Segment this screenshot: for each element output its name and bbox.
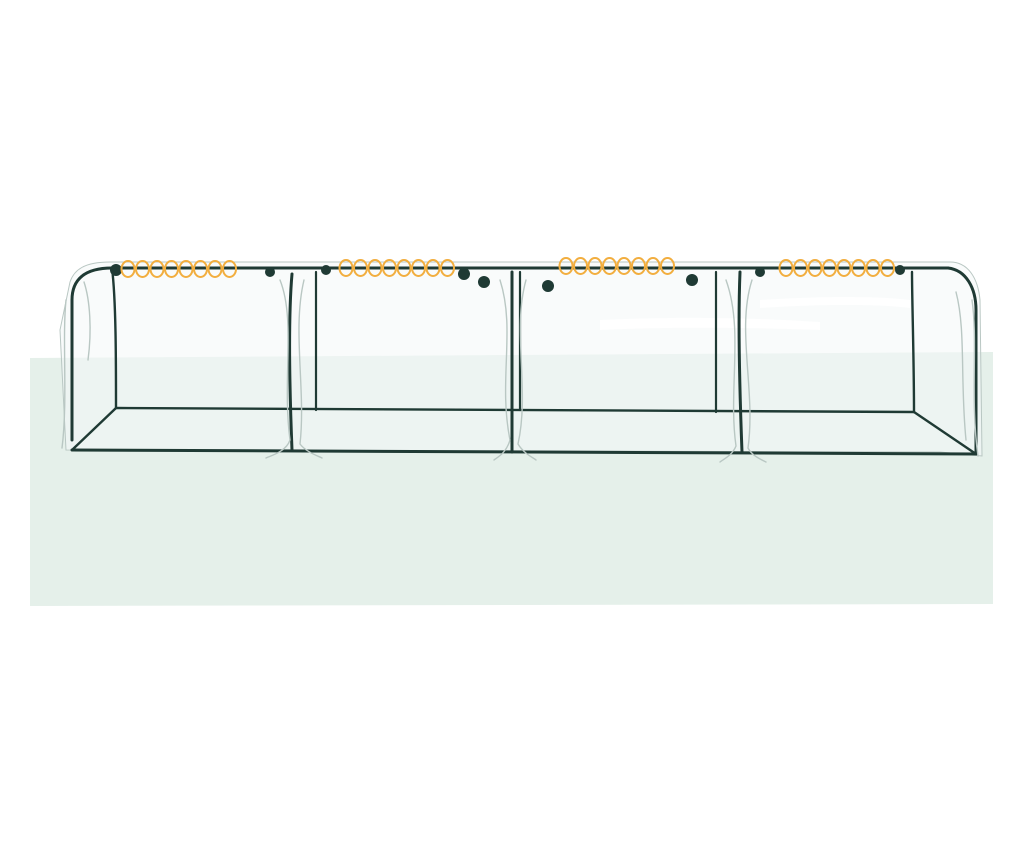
roof-clip <box>851 259 866 277</box>
cover-highlight <box>600 317 820 330</box>
roof-clip <box>396 259 412 277</box>
roof-clip <box>587 257 603 275</box>
roof-clip <box>836 259 852 277</box>
roof-clip <box>149 260 165 278</box>
roof-clip <box>367 259 383 277</box>
roof-clip <box>778 259 794 277</box>
roof-clip <box>822 259 837 277</box>
roof-clip <box>807 259 823 277</box>
roof-clip <box>120 260 136 278</box>
roof-clip <box>616 257 632 275</box>
cover-highlight <box>760 297 910 308</box>
roof-clip <box>425 259 441 277</box>
roof-clip <box>645 257 661 275</box>
roof-clip <box>222 260 237 278</box>
roof-clip <box>164 260 179 278</box>
roof-clip <box>193 260 208 278</box>
roof-clip <box>382 259 397 277</box>
roof-clip <box>573 257 588 275</box>
roof-clip <box>602 257 617 275</box>
cover-folds <box>61 279 979 463</box>
cover-ties <box>110 264 905 292</box>
roof-clip <box>338 259 354 277</box>
roof-clip <box>880 259 895 277</box>
roof-clip <box>411 259 426 277</box>
roof-clip <box>793 259 808 277</box>
roof-clip <box>660 257 675 275</box>
roof-clip <box>353 259 368 277</box>
roof-clip <box>135 260 150 278</box>
roof-clip <box>631 257 646 275</box>
roof-clip <box>558 257 574 275</box>
roof-clip <box>865 259 881 277</box>
roof-clip <box>207 260 223 278</box>
roof-clips <box>120 257 895 278</box>
roof-clip <box>440 259 455 277</box>
roof-clip <box>178 260 194 278</box>
